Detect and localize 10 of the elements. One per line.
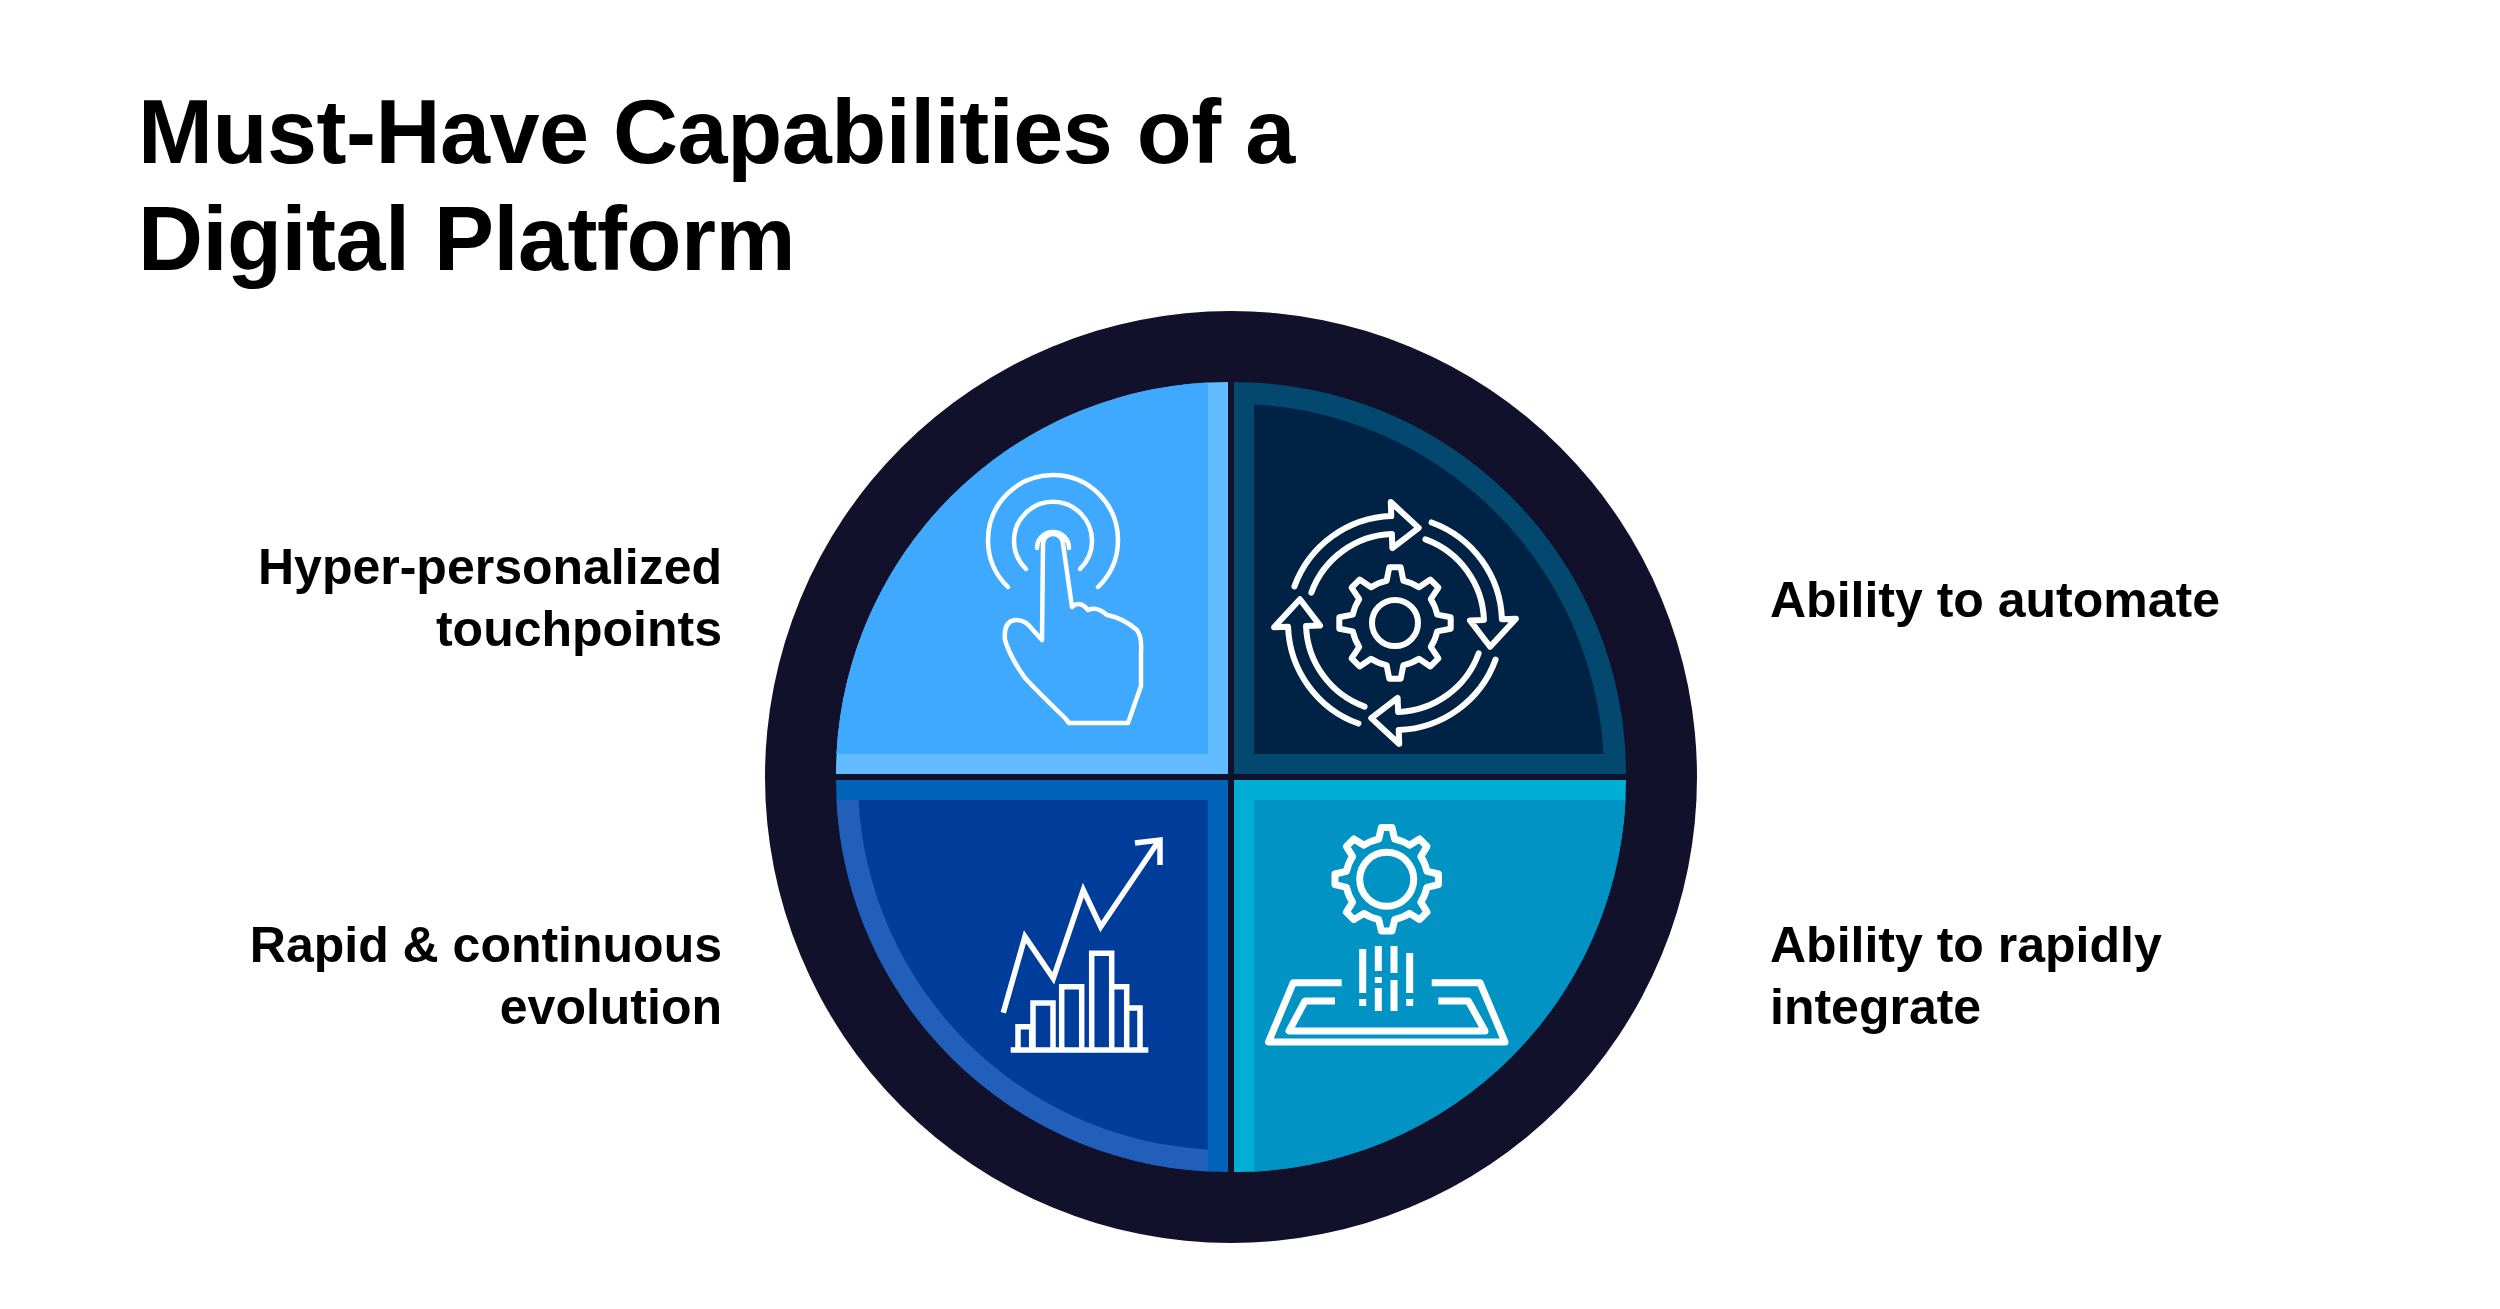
ring [765,311,1697,1243]
capability-label: Ability to rapidly integrate [1770,916,2163,1037]
quadrant [1234,382,1626,774]
capability-label: Hyper-personalized touchpoints [257,538,722,659]
capability-label: Ability to automate [1770,571,2222,630]
quadrant [1234,780,1626,1172]
quadrant [836,780,1228,1172]
capability-label: Rapid & continuous evolution [248,916,722,1037]
quadrant [836,382,1228,774]
title: Must-Have Capabilities of a Digital Platform [138,81,1297,291]
